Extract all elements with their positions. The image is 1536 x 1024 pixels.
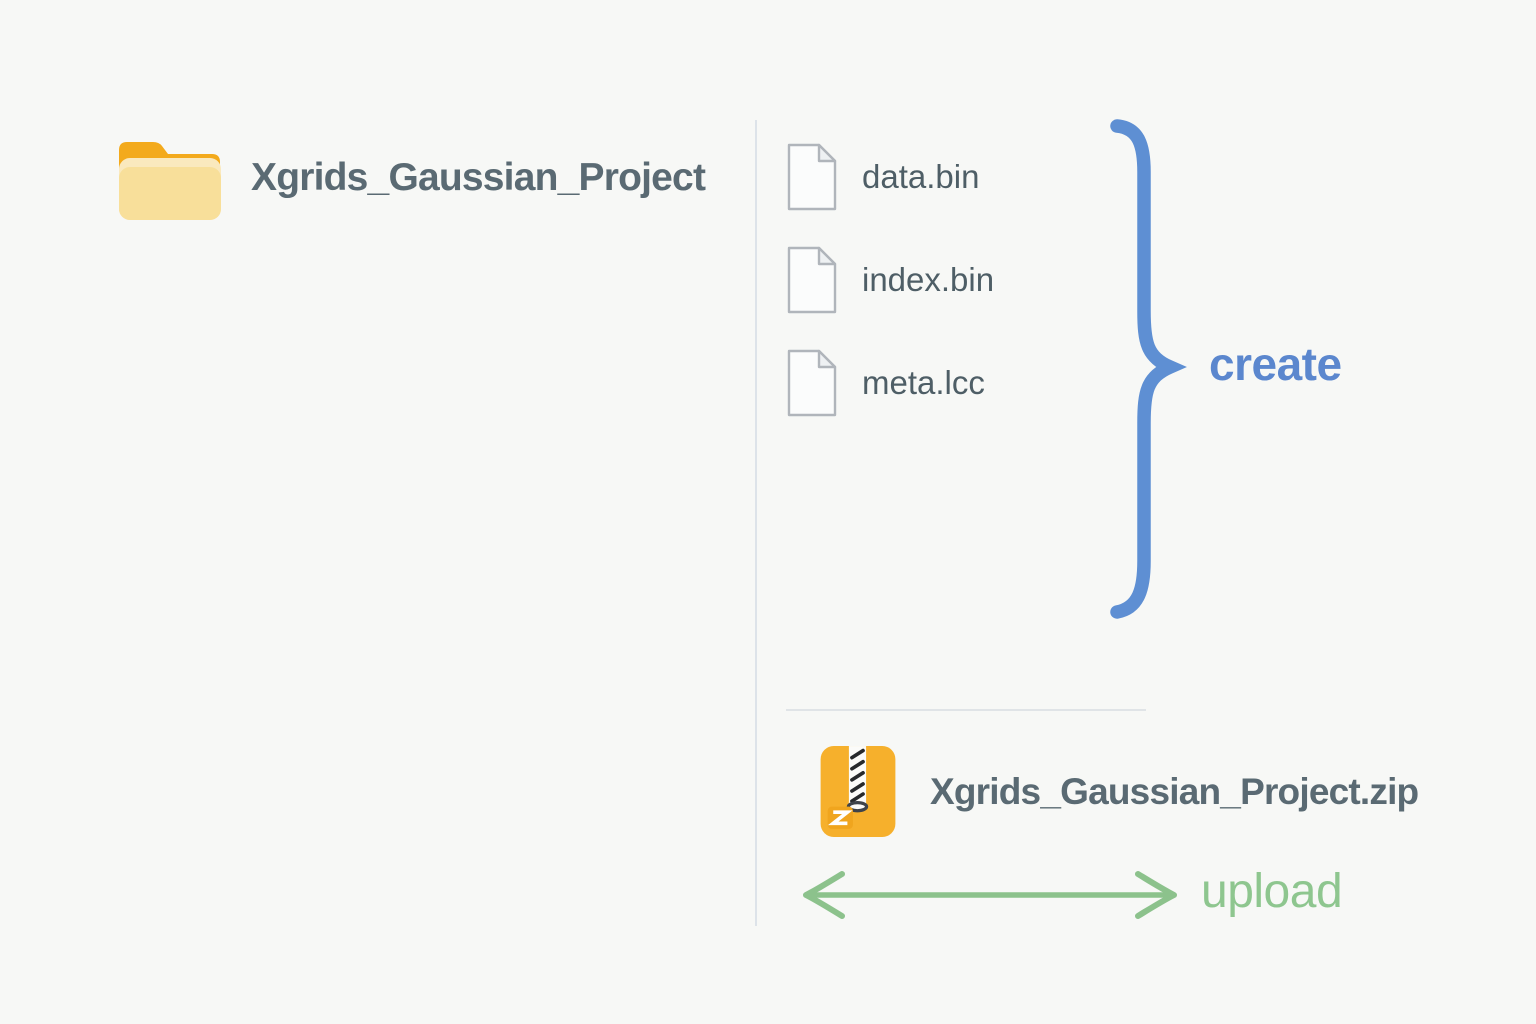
file-icon xyxy=(787,349,837,417)
zip-icon xyxy=(820,746,896,837)
horizontal-divider xyxy=(786,709,1146,711)
vertical-divider xyxy=(755,120,757,926)
curly-brace-icon xyxy=(1099,119,1189,619)
folder-icon xyxy=(119,142,221,220)
upload-label: upload xyxy=(1201,865,1343,918)
file-icon xyxy=(787,246,837,314)
file-row-data-bin: data.bin xyxy=(786,142,979,212)
file-name: meta.lcc xyxy=(862,364,985,401)
zip-archive-name: Xgrids_Gaussian_Project.zip xyxy=(930,770,1419,812)
file-name: data.bin xyxy=(862,158,980,195)
file-row-index-bin: index.bin xyxy=(786,245,994,315)
file-row-meta-lcc: meta.lcc xyxy=(786,348,985,418)
file-name: index.bin xyxy=(862,261,995,298)
create-label: create xyxy=(1209,338,1342,390)
source-folder-row: Xgrids_Gaussian_Project xyxy=(112,132,706,224)
zip-archive-row: Xgrids_Gaussian_Project.zip xyxy=(819,743,1419,840)
source-folder-name: Xgrids_Gaussian_Project xyxy=(251,156,706,199)
file-icon xyxy=(787,143,837,211)
double-arrow-icon xyxy=(796,869,1184,921)
